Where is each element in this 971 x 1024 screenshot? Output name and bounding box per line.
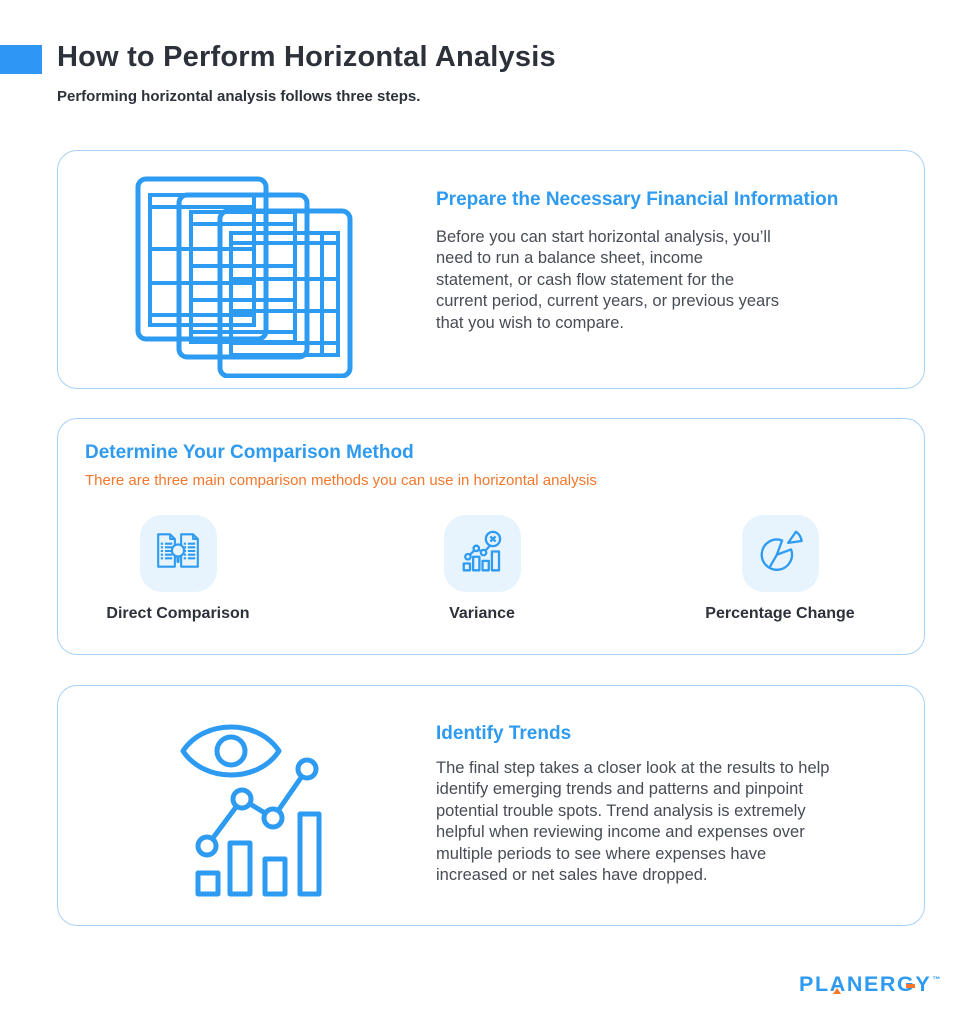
pie-chart-icon <box>756 527 804 580</box>
step-body: The final step takes a closer look at th… <box>436 759 830 885</box>
logo-part: Y <box>915 972 932 996</box>
page-title: How to Perform Horizontal Analysis <box>57 41 556 73</box>
step-title: Determine Your Comparison Method <box>85 442 414 463</box>
icon-tile <box>139 515 217 592</box>
method-variance: Variance <box>372 515 592 623</box>
step-subtitle: There are three main comparison methods … <box>85 472 597 489</box>
variance-bar-chart-icon <box>458 527 506 580</box>
step-body: Before you can start horizontal analysis… <box>436 228 779 332</box>
step-title: Prepare the Necessary Financial Informat… <box>436 189 839 210</box>
planergy-logo: PLANERGY ™ <box>799 972 941 996</box>
logo-letter-a: A <box>829 972 847 996</box>
logo-letter-g: G <box>897 972 916 996</box>
logo-text: PLANERGY <box>799 972 932 996</box>
logo-part: NER <box>846 972 898 996</box>
method-label: Variance <box>449 605 515 622</box>
title-accent-bar <box>0 45 42 74</box>
icon-tile <box>741 515 819 592</box>
eye-trend-analysis-icon <box>180 711 326 906</box>
method-label: Direct Comparison <box>106 605 250 622</box>
method-percentage-change: Percentage Change <box>670 515 890 623</box>
trademark-symbol: ™ <box>932 975 941 984</box>
step-card-comparison-method: Determine Your Comparison Method There a… <box>57 418 925 655</box>
logo-part: PL <box>799 972 830 996</box>
stacked-financial-documents-icon <box>118 171 363 383</box>
page-subtitle: Performing horizontal analysis follows t… <box>57 88 421 105</box>
step-card-identify-trends: Identify Trends The final step takes a c… <box>57 685 925 926</box>
document-comparison-icon <box>154 529 202 578</box>
icon-tile <box>443 515 521 592</box>
method-label: Percentage Change <box>705 605 855 622</box>
method-direct-comparison: Direct Comparison <box>68 515 288 623</box>
step-card-prepare: Prepare the Necessary Financial Informat… <box>57 150 925 389</box>
step-title: Identify Trends <box>436 723 572 744</box>
